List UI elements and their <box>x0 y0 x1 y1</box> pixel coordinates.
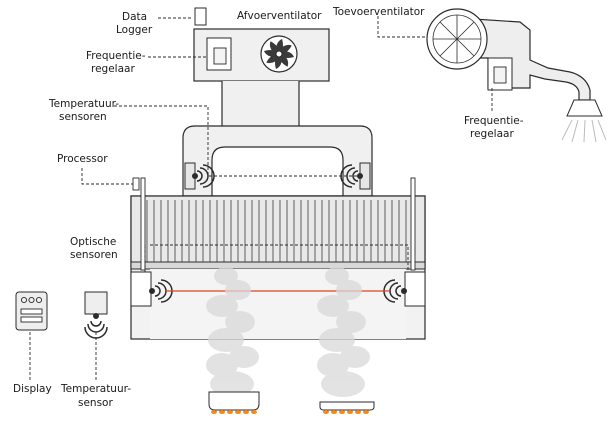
sensor-wave-icon <box>352 170 359 182</box>
filter-bank <box>130 195 426 269</box>
sensor-wave-icon <box>196 170 203 182</box>
canopy <box>130 195 426 340</box>
optical-sensor-right <box>383 177 426 307</box>
data-logger-device <box>194 7 207 26</box>
flame-row <box>323 410 369 414</box>
sensor-wave-icon <box>90 320 102 327</box>
supply-fan <box>426 8 607 143</box>
label-freq-top-1: Frequentie- <box>86 50 146 62</box>
exhaust-fan <box>260 35 298 73</box>
smoke-plume-left <box>206 267 259 397</box>
label-freq-right-1: Frequentie- <box>464 115 524 127</box>
label-temp-sensors-1: Temperatuur- <box>48 98 119 110</box>
burner-left <box>208 391 260 414</box>
label-optical-1: Optische <box>70 236 116 248</box>
label-toevoerventilator: Toevoerventilator <box>332 6 425 18</box>
sensor-wave-icon <box>154 285 161 297</box>
label-optical-2: sensoren <box>70 249 118 261</box>
sensor-wave-icon <box>395 285 402 297</box>
label-temp-sensor-2: sensor <box>78 397 113 409</box>
filter-slats <box>146 200 407 262</box>
duct-system <box>182 28 373 197</box>
exhaust-duct-vertical <box>222 81 299 126</box>
label-display: Display <box>13 383 52 395</box>
supply-diffuser <box>566 99 603 117</box>
label-temp-sensor-1: Temperatuur- <box>60 383 131 395</box>
data-logger-unit <box>194 7 232 71</box>
temperature-sensor-device <box>84 291 108 339</box>
hood-opening <box>211 146 344 197</box>
smoke-plume-right <box>317 267 370 397</box>
labels: Data Logger Afvoerventilator Toevoervent… <box>13 6 524 409</box>
label-freq-right-2: regelaar <box>470 128 514 140</box>
label-afvoerventilator: Afvoerventilator <box>237 10 322 22</box>
label-temp-sensors-2: sensoren <box>59 111 107 123</box>
label-freq-top-2: regelaar <box>91 63 135 75</box>
label-data-logger-2: Logger <box>116 24 153 36</box>
flame-row <box>211 410 257 414</box>
label-data-logger-1: Data <box>122 11 147 23</box>
hood-sensor-left <box>184 162 215 190</box>
smoke-chamber <box>150 269 406 339</box>
processor-box <box>132 177 140 191</box>
display-device <box>15 291 48 331</box>
label-processor: Processor <box>57 153 108 165</box>
burner-right <box>319 401 375 414</box>
callout-leaders <box>29 16 493 380</box>
